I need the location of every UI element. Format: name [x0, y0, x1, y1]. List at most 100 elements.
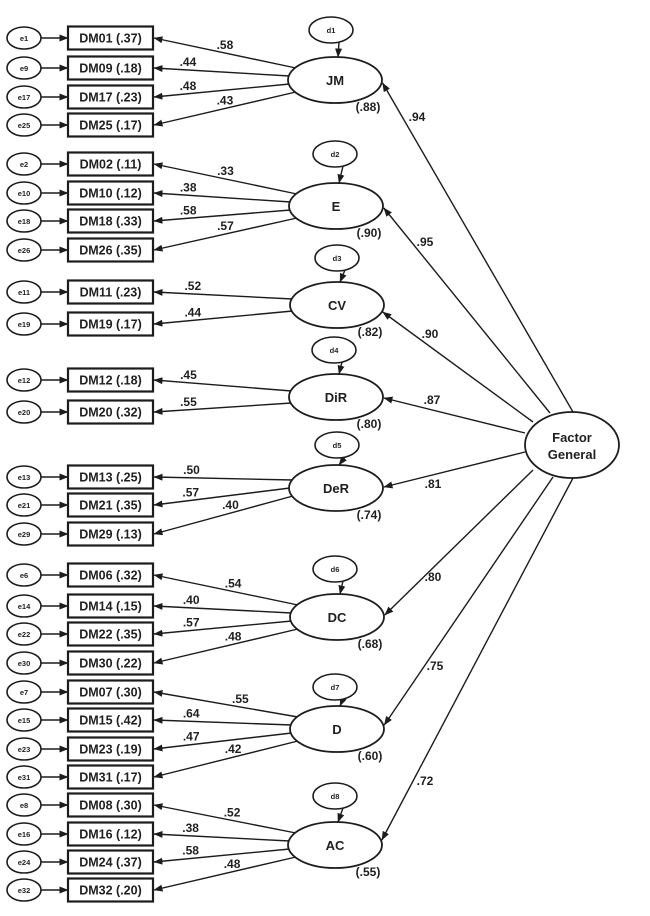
disturbance-arrow	[337, 361, 345, 375]
error-term-label: e18	[18, 217, 31, 226]
paren-open: (	[112, 286, 120, 300]
paren-open: (	[113, 799, 121, 813]
paren-open: (	[113, 91, 121, 105]
error-term-ellipse	[6, 793, 42, 817]
indicator-box	[66, 237, 155, 263]
paren-close: )	[138, 600, 142, 614]
indicator-r2-value: .35	[120, 628, 137, 642]
error-term-ellipse	[6, 368, 42, 392]
loading-arrow	[153, 83, 290, 100]
loading-arrow	[153, 209, 291, 224]
indicator-label: DM13 (.25)	[79, 471, 142, 485]
disturbance-ellipse	[312, 673, 358, 701]
error-term-label: e17	[18, 93, 31, 102]
disturbance-label: d8	[331, 792, 340, 801]
indicator-label: DM21 (.35)	[79, 499, 142, 513]
indicator-item: DM22	[79, 628, 112, 642]
error-term-label: e32	[18, 886, 31, 895]
paren-open: (	[113, 374, 121, 388]
loading-label: .42	[225, 742, 242, 756]
indicator-item: DM25	[79, 119, 112, 133]
paren-open: (	[113, 856, 121, 870]
indicator-label: DM31 (.17)	[79, 771, 142, 785]
error-term-ellipse	[6, 312, 42, 336]
paren-close: )	[138, 771, 142, 785]
indicator-item: DM31	[79, 771, 112, 785]
paren-close: )	[138, 406, 142, 420]
indicator-box	[66, 151, 155, 177]
paren-open: (	[113, 499, 121, 513]
general-loading-arrow	[383, 396, 526, 434]
paren-open: (	[113, 119, 121, 133]
loading-label: .48	[224, 857, 241, 871]
loading-arrow	[153, 628, 299, 665]
paren-close: )	[138, 884, 142, 898]
indicator-item: DM14	[79, 600, 112, 614]
indicator-item: DM08	[79, 799, 112, 813]
paren-close: )	[138, 91, 142, 105]
latent-r2-value: .90	[361, 226, 378, 240]
indicator-r2-value: .11	[121, 158, 138, 172]
indicator-box	[66, 208, 155, 234]
paren-open: (	[357, 226, 361, 240]
indicator-item: DM13	[79, 471, 112, 485]
loading-label: .58	[217, 38, 234, 52]
loading-label: .48	[180, 79, 197, 93]
indicator-item: DM30	[79, 657, 112, 671]
general-loading-arrow	[383, 476, 554, 726]
error-term-ellipse	[6, 651, 42, 675]
indicator-box	[66, 311, 155, 337]
error-term-ellipse	[6, 622, 42, 646]
loading-label: .58	[182, 843, 199, 857]
paren-close: )	[137, 286, 141, 300]
loading-arrow	[153, 377, 292, 392]
disturbance-label: d2	[331, 150, 340, 159]
error-term-label: e31	[18, 773, 31, 782]
latent-r2-label: (.82)	[358, 325, 383, 339]
general-factor-ellipse	[524, 411, 620, 479]
indicator-label: DM30 (.22)	[79, 657, 142, 671]
error-term-ellipse	[6, 850, 42, 874]
general-loading-arrow	[381, 82, 574, 413]
indicator-box	[66, 279, 155, 305]
indicator-box	[66, 679, 155, 705]
paren-close: )	[138, 499, 142, 513]
error-term-ellipse	[6, 56, 42, 80]
latent-r2-label: (.55)	[356, 865, 381, 879]
error-term-ellipse	[6, 737, 42, 761]
latent-factor-label: JM	[326, 73, 344, 88]
indicator-r2-value: .18	[120, 374, 137, 388]
paren-open: (	[356, 865, 360, 879]
paren-open: (	[113, 600, 121, 614]
indicator-label: DM06 (.32)	[79, 569, 142, 583]
disturbance-arrow	[335, 41, 343, 58]
loading-arrow	[153, 690, 299, 718]
indicator-label: DM08 (.30)	[79, 799, 142, 813]
latent-r2-label: (.88)	[356, 100, 381, 114]
indicator-r2-value: .23	[120, 286, 137, 300]
loading-arrow	[153, 162, 298, 195]
loading-label: .57	[217, 219, 234, 233]
paren-open: (	[357, 508, 361, 522]
paren-open: (	[113, 884, 121, 898]
indicator-item: DM23	[79, 743, 112, 757]
error-term-ellipse	[6, 400, 42, 424]
paren-close: )	[138, 686, 142, 700]
loading-label: .64	[183, 706, 200, 720]
indicator-item: DM15	[79, 714, 112, 728]
indicator-box	[66, 736, 155, 762]
general-loading-label: .95	[417, 235, 434, 249]
loading-arrow	[153, 830, 290, 842]
disturbance-arrow	[339, 696, 347, 707]
indicator-r2-value: .23	[120, 91, 137, 105]
latent-factor-label: DeR	[323, 481, 350, 496]
